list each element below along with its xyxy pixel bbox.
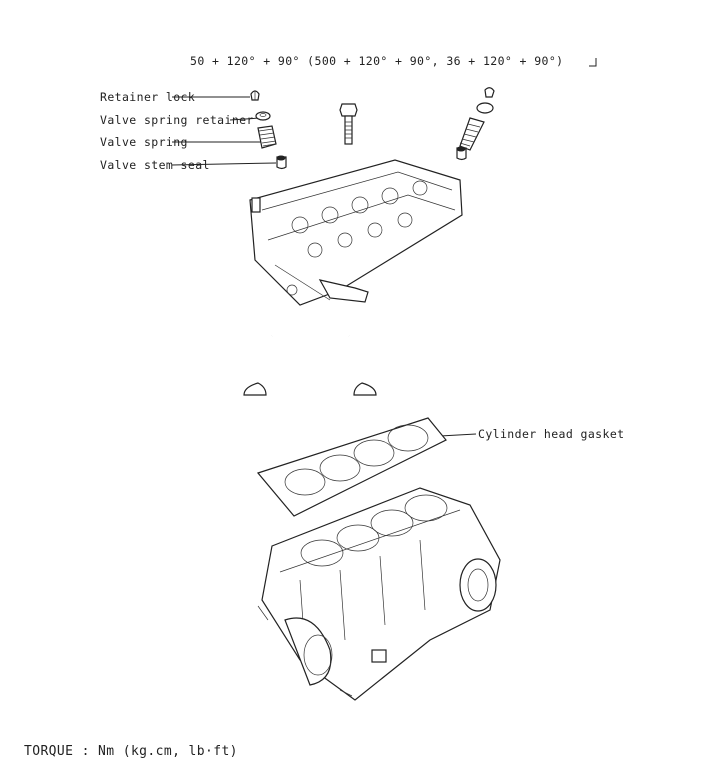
leader-cylinder-head-gasket (439, 433, 477, 437)
retainer-lock-label: Retainer lock (100, 90, 196, 104)
head-bolt (339, 103, 358, 145)
valve-spring-retainer-left (255, 111, 271, 121)
torque-units-footer: TORQUE : Nm (kg.cm, lb·ft) (24, 744, 238, 759)
valve-stem-seal-right (456, 146, 467, 161)
valve-stem-seal-label: Valve stem seal (100, 158, 210, 172)
valve-spring-retainer-label: Valve spring retainer (100, 113, 254, 127)
cylinder-block (257, 487, 501, 701)
cylinder-head-gasket-label: Cylinder head gasket (478, 427, 625, 441)
valve-spring-label: Valve spring (100, 135, 188, 149)
retainer-lock-right (484, 87, 495, 98)
cylinder-head-gasket (256, 417, 447, 517)
torque-wrench-icon (589, 58, 597, 67)
valve-spring-left (257, 125, 277, 149)
leader-valve-spring-retainer (229, 117, 261, 121)
valve-stem-seal-left (276, 155, 287, 170)
valve-spring-right (459, 117, 485, 151)
exhaust-valve (348, 335, 377, 396)
leader-valve-stem-seal (171, 162, 277, 166)
valve-spring-retainer-right (476, 102, 494, 114)
intake-valve (243, 335, 273, 396)
torque-spec-label: 50 + 120° + 90° (500 + 120° + 90°, 36 + … (190, 54, 564, 68)
retainer-lock-left (250, 90, 260, 101)
cylinder-head (249, 159, 463, 306)
